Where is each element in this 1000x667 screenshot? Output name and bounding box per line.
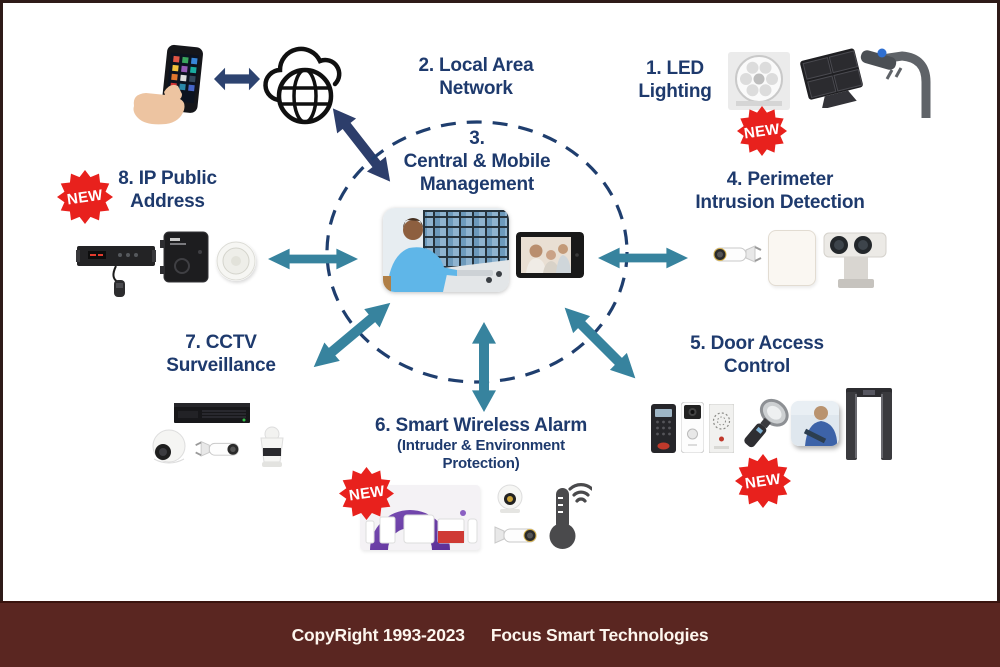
perimeter-bullet-camera-icon	[710, 241, 765, 267]
audio-box-icon	[160, 230, 212, 285]
alarm-kit-photo	[360, 485, 480, 550]
led-reel-icon	[728, 52, 790, 110]
streetlight-icon	[860, 48, 938, 123]
handheld-detector-icon	[738, 396, 790, 454]
alarm-bullet-camera-icon	[485, 522, 540, 548]
ptz-thermal-camera-icon	[820, 227, 890, 293]
ceiling-speaker-icon	[216, 241, 256, 281]
footer-copyright: CopyRight 1993-2023	[291, 624, 465, 645]
wireless-thermometer-icon	[544, 480, 594, 550]
node-door-label: 5. Door Access Control	[690, 333, 824, 377]
amplifier-mic-icon	[76, 242, 156, 302]
cloud-network-icon	[255, 36, 355, 128]
dashed-ellipse	[324, 119, 630, 385]
cctv-dome-camera-icon	[147, 427, 191, 467]
node-led-label: 1. LED Lighting	[638, 58, 712, 102]
footer-bar: CopyRight 1993-2023 Focus Smart Technolo…	[0, 601, 1000, 667]
walkthrough-gate-icon	[844, 386, 894, 463]
node-lan-label: 2. Local Area Network	[418, 55, 534, 99]
center-perimeter-arrow-icon	[598, 245, 688, 271]
floodlight-icon	[798, 44, 866, 110]
mobile-viewer-photo	[516, 232, 584, 278]
control-room-photo	[383, 208, 509, 292]
fingerprint-reader-icon	[651, 404, 676, 453]
cctv-bullet-camera-icon	[192, 437, 242, 462]
node-ippa-label: 8. IP Public Address	[118, 168, 217, 212]
node-perimeter-label: 4. Perimeter Intrusion Detection	[695, 169, 865, 213]
center-alarm-arrow-icon	[469, 322, 499, 412]
footer-company: Focus Smart Technologies	[490, 624, 709, 645]
intercom-icon	[708, 403, 735, 454]
nvr-icon	[172, 399, 252, 425]
perimeter-detector-box-icon	[768, 230, 816, 286]
node-alarm-label: 6. Smart Wireless Alarm (Intruder & Envi…	[374, 415, 588, 472]
node-central-label: 3. Central & Mobile Management	[403, 128, 551, 195]
security-scan-photo	[791, 401, 839, 446]
center-ippa-arrow-icon	[268, 246, 358, 272]
new-badge-door: NEW	[735, 454, 791, 508]
ptz-dome-camera-icon	[253, 424, 291, 470]
video-doorbell-icon	[680, 401, 705, 454]
new-badge-led: NEW	[737, 106, 787, 156]
smartphone-in-hand-icon	[128, 42, 218, 127]
node-cctv-label: 7. CCTV Surveillance	[166, 332, 276, 376]
alarm-turret-camera-icon	[492, 484, 528, 514]
phone-cloud-arrow-icon	[214, 65, 260, 93]
